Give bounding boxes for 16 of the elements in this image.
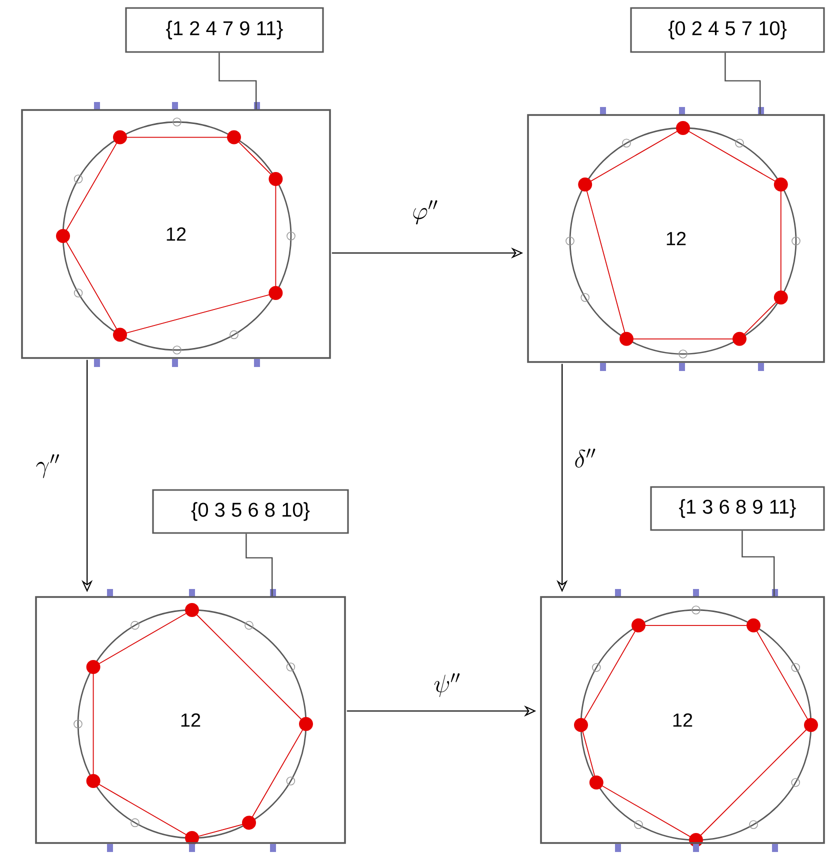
panel-box: 12 [21, 109, 331, 359]
connector-line [742, 530, 775, 596]
connector-line [246, 534, 273, 596]
connector-line [724, 52, 761, 114]
edge-label: $\varphi''$ [413, 200, 438, 224]
panel-box: 12 [527, 114, 825, 363]
edge-label: $\delta''$ [575, 448, 596, 468]
set-label-box: {1 3 6 8 9 11} [650, 486, 825, 531]
edge-label: $\psi''$ [434, 673, 460, 698]
edge-label: $\gamma''$ [36, 454, 60, 478]
connector-line [218, 52, 257, 110]
panel-box: 12 [540, 596, 825, 844]
panel-box: 12 [35, 596, 346, 844]
set-label-box: {1 2 4 7 9 11} [125, 7, 324, 53]
set-label-box: {0 2 4 5 7 10} [630, 7, 825, 53]
set-label-box: {0 3 5 6 8 10} [152, 489, 349, 534]
